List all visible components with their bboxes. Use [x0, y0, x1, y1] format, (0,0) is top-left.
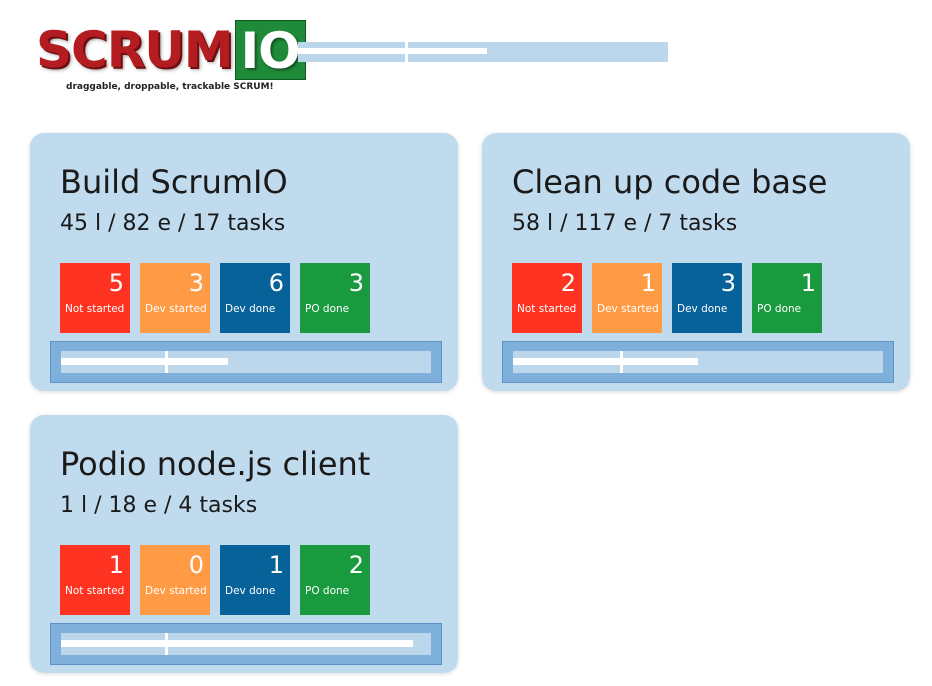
status-dev-done[interactable]: 3 Dev done	[672, 263, 742, 333]
story-progress-track	[61, 633, 431, 655]
status-count: 0	[188, 551, 204, 579]
status-not-started[interactable]: 2 Not started	[512, 263, 582, 333]
overall-progress-marker	[405, 42, 409, 62]
overall-progress-bar	[298, 42, 668, 62]
status-label: PO done	[305, 585, 350, 597]
story-card[interactable]: Podio node.js client 1 l / 18 e / 4 task…	[30, 415, 458, 673]
story-progress-bar	[502, 341, 894, 383]
story-progress-marker	[164, 351, 168, 373]
status-label: Dev started	[597, 303, 659, 315]
story-card[interactable]: Build ScrumIO 45 l / 82 e / 17 tasks 5 N…	[30, 133, 458, 391]
logo-scrum-text: SCRUM	[36, 21, 234, 79]
status-label: Dev started	[145, 585, 207, 597]
logo-wordmark: SCRUM IO	[36, 20, 306, 80]
story-progress-fill	[61, 640, 413, 647]
status-count: 2	[348, 551, 364, 579]
status-count: 6	[268, 269, 284, 297]
status-po-done[interactable]: 3 PO done	[300, 263, 370, 333]
story-stats: 45 l / 82 e / 17 tasks	[60, 211, 286, 236]
story-progress-fill	[61, 358, 228, 365]
status-count: 3	[720, 269, 736, 297]
status-dev-started[interactable]: 1 Dev started	[592, 263, 662, 333]
status-row: 1 Not started 0 Dev started 1 Dev done 2…	[60, 545, 380, 615]
status-dev-done[interactable]: 1 Dev done	[220, 545, 290, 615]
status-label: Not started	[65, 303, 125, 315]
status-label: Dev done	[225, 585, 276, 597]
status-count: 2	[560, 269, 576, 297]
status-label: PO done	[305, 303, 350, 315]
story-progress-track	[61, 351, 431, 373]
status-count: 3	[348, 269, 364, 297]
status-count: 1	[268, 551, 284, 579]
status-count: 1	[640, 269, 656, 297]
overall-progress-fill	[298, 48, 487, 54]
story-progress-bar	[50, 623, 442, 665]
status-label: Dev done	[677, 303, 728, 315]
status-count: 3	[188, 269, 204, 297]
status-dev-started[interactable]: 3 Dev started	[140, 263, 210, 333]
status-count: 1	[108, 551, 124, 579]
status-label: Dev done	[225, 303, 276, 315]
logo-io-text: IO	[234, 20, 306, 80]
story-progress-fill	[513, 358, 698, 365]
status-count: 1	[800, 269, 816, 297]
logo-tagline: draggable, droppable, trackable SCRUM!	[66, 82, 274, 92]
story-progress-marker	[164, 633, 168, 655]
story-progress-bar	[50, 341, 442, 383]
story-title: Build ScrumIO	[60, 163, 288, 201]
status-po-done[interactable]: 1 PO done	[752, 263, 822, 333]
story-progress-track	[513, 351, 883, 373]
status-label: Dev started	[145, 303, 207, 315]
story-title: Podio node.js client	[60, 445, 371, 483]
story-stats: 1 l / 18 e / 4 tasks	[60, 493, 258, 518]
status-dev-done[interactable]: 6 Dev done	[220, 263, 290, 333]
status-count: 5	[108, 269, 124, 297]
status-dev-started[interactable]: 0 Dev started	[140, 545, 210, 615]
logo[interactable]: SCRUM IO draggable, droppable, trackable…	[36, 20, 306, 98]
story-title: Clean up code base	[512, 163, 828, 201]
story-card[interactable]: Clean up code base 58 l / 117 e / 7 task…	[482, 133, 910, 391]
status-label: Not started	[517, 303, 577, 315]
status-row: 5 Not started 3 Dev started 6 Dev done 3…	[60, 263, 380, 333]
story-progress-marker	[620, 351, 624, 373]
status-label: PO done	[757, 303, 802, 315]
status-not-started[interactable]: 1 Not started	[60, 545, 130, 615]
story-stats: 58 l / 117 e / 7 tasks	[512, 211, 738, 236]
status-po-done[interactable]: 2 PO done	[300, 545, 370, 615]
status-label: Not started	[65, 585, 125, 597]
status-not-started[interactable]: 5 Not started	[60, 263, 130, 333]
status-row: 2 Not started 1 Dev started 3 Dev done 1…	[512, 263, 832, 333]
